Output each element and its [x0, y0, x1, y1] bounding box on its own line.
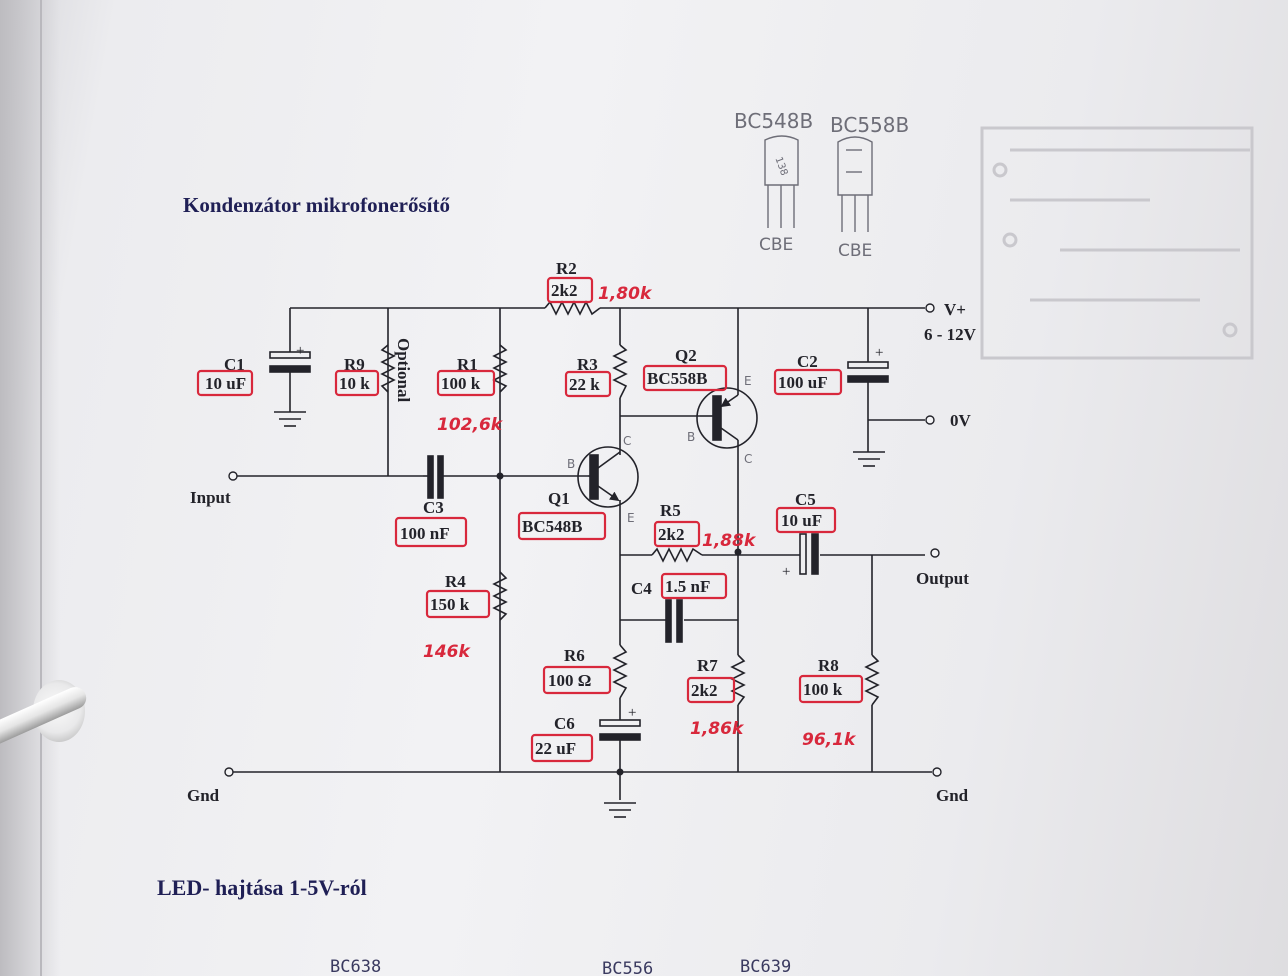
r5-measured: 1,88k [702, 531, 757, 551]
transistor-q1 [577, 446, 639, 508]
svg-text:+: + [628, 705, 636, 721]
q2-name: Q2 [675, 346, 697, 365]
c6-name: C6 [554, 714, 575, 733]
r9-name: R9 [344, 355, 365, 374]
pinout-q2-pins: CBE [838, 241, 872, 261]
pinout-q1-name: BC548B [734, 109, 813, 133]
c3-value: 100 nF [400, 524, 450, 543]
r3-value: 22 k [569, 375, 600, 394]
r2-measured: 1,80k [598, 284, 653, 304]
c4-value: 1.5 nF [665, 577, 710, 596]
q1-pin-b: B [567, 457, 575, 471]
r3-name: R3 [577, 355, 598, 374]
q1-value: BC548B [522, 517, 582, 536]
r7-measured: 1,86k [690, 719, 745, 739]
r1-name: R1 [457, 355, 478, 374]
bottom-label-bc639: BC639 [740, 957, 791, 976]
page-title: Kondenzátor mikrofonerősítő [183, 193, 450, 217]
paper-edge [40, 0, 42, 976]
pinout-sketch [764, 135, 873, 232]
r7-value: 2k2 [691, 681, 717, 700]
pinout-q1-pins: CBE [759, 235, 793, 255]
label-gnd-left: Gnd [187, 786, 220, 805]
section-title-led: LED- hajtása 1-5V-ról [157, 875, 367, 900]
pcb-bleedthrough [980, 126, 1254, 360]
label-gnd-right: Gnd [936, 786, 969, 805]
red-pen-boxes [196, 276, 864, 763]
r6-value: 100 Ω [548, 671, 591, 690]
r5-name: R5 [660, 501, 681, 520]
label-0v: 0V [950, 411, 972, 430]
c6-value: 22 uF [535, 739, 576, 758]
paper-shadow [0, 0, 60, 976]
r8-name: R8 [818, 656, 839, 675]
label-input: Input [190, 488, 231, 507]
svg-text:+: + [296, 343, 304, 359]
c1-name: C1 [224, 355, 245, 374]
r9-optional-note: Optional [394, 338, 413, 403]
r4-value: 150 k [430, 595, 470, 614]
r7-name: R7 [697, 656, 718, 675]
r9-value: 10 k [339, 374, 370, 393]
q2-pin-e: E [744, 374, 752, 388]
bottom-label-bc556: BC556 [602, 959, 653, 976]
pin-marks: B C E B C E [567, 374, 752, 525]
r1-value: 100 k [441, 374, 481, 393]
c1-value: 10 uF [205, 374, 246, 393]
q2-pin-c: C [744, 452, 752, 466]
q1-pin-e: E [627, 511, 635, 525]
polarity-marks: + + + + [296, 343, 883, 721]
svg-text:+: + [875, 345, 883, 361]
r6-name: R6 [564, 646, 585, 665]
c2-value: 100 uF [778, 373, 828, 392]
r8-measured: 96,1k [802, 730, 857, 750]
r5-value: 2k2 [658, 525, 684, 544]
c5-name: C5 [795, 490, 816, 509]
c2-name: C2 [797, 352, 818, 371]
q1-name: Q1 [548, 489, 570, 508]
c5-value: 10 uF [781, 511, 822, 530]
capacitor-symbols [269, 342, 889, 741]
r4-measured: 146k [423, 642, 471, 662]
pinout-q1-body: 138 [772, 156, 789, 178]
q2-value: BC558B [647, 369, 707, 388]
r2-value: 2k2 [551, 281, 577, 300]
r1-measured: 102,6k [437, 415, 504, 435]
label-vplus: V+ [944, 300, 966, 319]
r8-value: 100 k [803, 680, 843, 699]
wires [232, 307, 932, 800]
ground-symbols [274, 411, 885, 818]
r2-name: R2 [556, 259, 577, 278]
transistor-q2 [696, 387, 758, 449]
terminals [224, 303, 942, 777]
r4-name: R4 [445, 572, 466, 591]
resistor-symbols [380, 300, 880, 706]
pinout-q2-name: BC558B [830, 113, 909, 137]
q2-pin-b: B [687, 430, 695, 444]
junctions [496, 472, 742, 776]
svg-text:+: + [782, 564, 790, 580]
label-vrange: 6 - 12V [924, 325, 977, 344]
c3-name: C3 [423, 498, 444, 517]
label-output: Output [916, 569, 969, 588]
bottom-label-bc638: BC638 [330, 957, 381, 976]
c4-name: C4 [631, 579, 652, 598]
q1-pin-c: C [623, 434, 631, 448]
